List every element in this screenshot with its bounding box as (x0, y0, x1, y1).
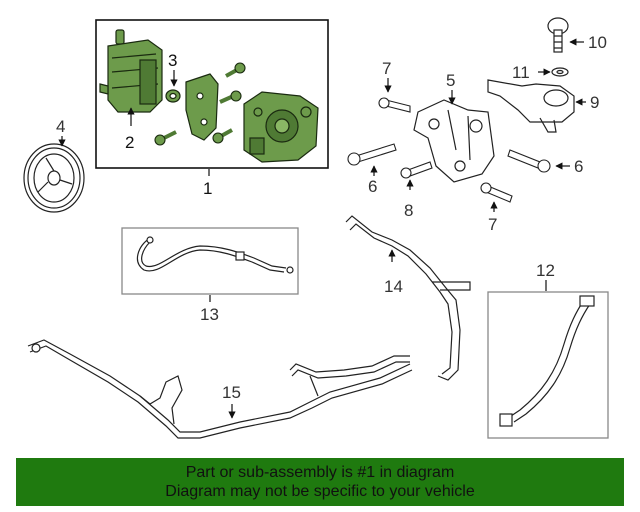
assembly-box-1[interactable] (95, 19, 329, 169)
mount-bracket-icon[interactable] (413, 99, 495, 183)
callout-12: 12 (536, 261, 555, 280)
callout-5: 5 (446, 71, 455, 90)
callout-11: 11 (512, 63, 530, 82)
callout-14: 14 (384, 277, 403, 296)
bolt-icon[interactable] (347, 97, 551, 203)
seal-icon[interactable] (165, 89, 181, 103)
cap-icon[interactable] (547, 17, 569, 53)
callout-4: 4 (56, 117, 65, 136)
callout-6a: 6 (368, 177, 377, 196)
banner-line-2: Diagram may not be specific to your vehi… (165, 483, 475, 500)
callout-8: 8 (404, 201, 413, 220)
callout-7a: 7 (382, 59, 391, 78)
pulley-icon[interactable] (23, 143, 85, 213)
hose-box-13[interactable] (121, 227, 299, 295)
bracket-icon[interactable] (185, 73, 219, 141)
callout-10: 10 (588, 33, 607, 52)
callout-9: 9 (590, 93, 599, 112)
callout-13: 13 (200, 305, 219, 324)
pump-icon[interactable] (243, 91, 319, 163)
pipe-icon[interactable] (27, 339, 413, 439)
hose-box-12[interactable] (487, 291, 609, 439)
washer-icon[interactable] (551, 67, 569, 77)
pipe-icon[interactable] (345, 215, 471, 381)
info-banner: Part or sub-assembly is #1 in diagram Di… (16, 458, 624, 506)
parts-diagram: 2 3 1 4 5 7 6 8 7 6 (23, 17, 609, 439)
callout-7b: 7 (488, 215, 497, 234)
reservoir-tank-icon[interactable] (487, 79, 575, 133)
banner-line-1: Part or sub-assembly is #1 in diagram (185, 464, 455, 481)
callout-1: 1 (203, 179, 212, 198)
callout-3: 3 (168, 51, 177, 70)
hose-icon[interactable] (499, 295, 595, 427)
callout-15: 15 (222, 383, 241, 402)
reservoir-icon[interactable] (99, 29, 163, 113)
callout-2: 2 (125, 133, 134, 152)
hose-icon[interactable] (136, 236, 294, 274)
bolt-icon[interactable] (154, 62, 246, 146)
callout-6b: 6 (574, 157, 583, 176)
